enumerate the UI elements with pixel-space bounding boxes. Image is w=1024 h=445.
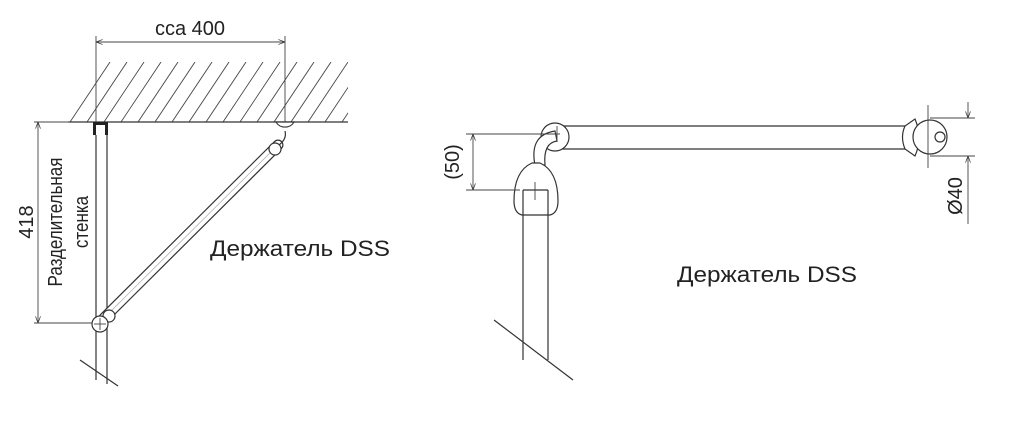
width-dimension-label: cca 400 <box>155 18 225 40</box>
hatch-line <box>154 62 196 122</box>
hatch-line <box>171 62 213 122</box>
hatch-line <box>376 62 416 122</box>
hatch-line <box>410 62 450 122</box>
hatch-line <box>273 62 315 122</box>
vertical-post <box>493 162 574 381</box>
offset-dimension-label: (50) <box>442 144 464 180</box>
wall-label-line2: стенка <box>70 195 93 248</box>
hatch-line <box>137 62 179 122</box>
offset-dimension <box>466 133 560 191</box>
hatch-line <box>324 86 348 122</box>
height-dimension <box>34 121 96 324</box>
hatch-line <box>256 62 298 122</box>
horizontal-bar <box>540 105 948 168</box>
wall-label-line1: Разделительная <box>44 158 67 287</box>
hatch-line <box>70 62 111 122</box>
hatch-line <box>120 62 162 122</box>
ceiling-hatch <box>70 62 450 122</box>
hatch-line <box>188 62 230 122</box>
hatch-line <box>290 62 332 122</box>
hatch-line <box>239 62 281 122</box>
hatch-line <box>222 62 264 122</box>
width-dimension <box>95 36 286 125</box>
hatch-line <box>359 62 399 122</box>
hatch-line <box>341 112 348 122</box>
diagonal-holder-bar <box>91 121 296 333</box>
hatch-line <box>86 62 128 122</box>
hatch-line <box>307 62 348 122</box>
hatch-line <box>205 62 247 122</box>
hatch-line <box>393 62 433 122</box>
left-view: cca 400 418 Разделительная стенка <box>16 18 450 387</box>
diameter-dimension <box>930 102 975 224</box>
right-view: (50) Ø40 Держатель DSS <box>442 102 975 381</box>
partition-wall <box>79 122 119 387</box>
right-part-label: Держатель DSS <box>677 262 857 287</box>
hatch-line <box>103 62 145 122</box>
left-part-label: Держатель DSS <box>210 236 390 261</box>
height-dimension-label: 418 <box>16 205 38 238</box>
diameter-dimension-label: Ø40 <box>945 177 967 215</box>
